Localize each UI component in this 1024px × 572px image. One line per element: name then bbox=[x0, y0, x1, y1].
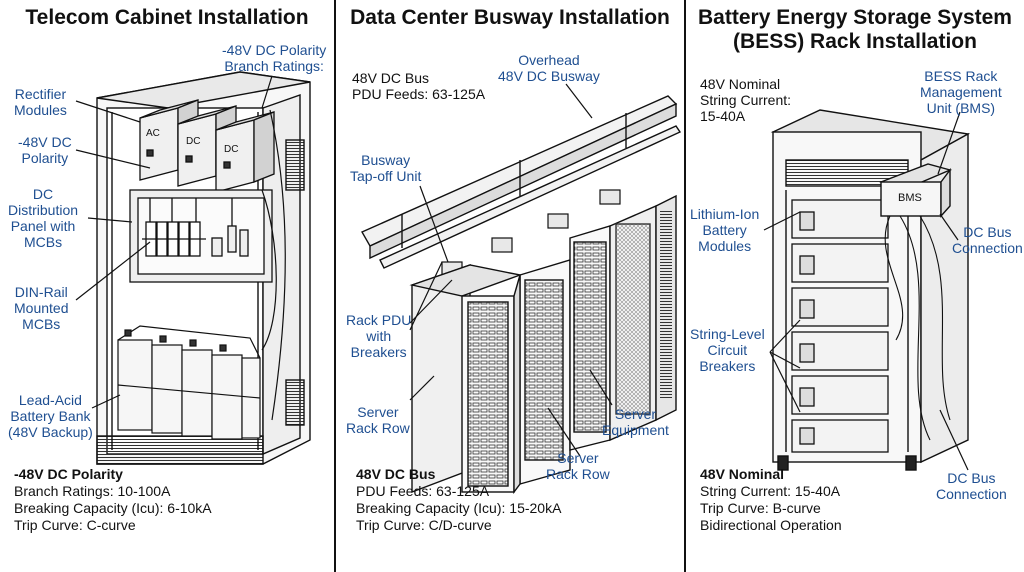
label-lead-acid-battery-bank: Lead-Acid Battery Bank (48V Backup) bbox=[8, 392, 93, 440]
label-server-equipment: Server Equipment bbox=[602, 406, 669, 438]
label-dc-bus-connection-bottom: DC Bus Connection bbox=[936, 470, 1007, 502]
bms-box-text: BMS bbox=[898, 192, 922, 204]
rectifier-modules bbox=[139, 99, 275, 193]
telecom-specs: -48V DC Polarity Branch Ratings: 10-100A… bbox=[14, 466, 212, 534]
bess-specs: 48V Nominal String Current: 15-40A Trip … bbox=[700, 466, 842, 534]
label-rectifier-modules: Rectifier Modules bbox=[14, 86, 67, 118]
lithium-ion-battery-modules bbox=[791, 199, 889, 453]
label-polarity: -48V DC Polarity bbox=[18, 134, 72, 166]
server-racks bbox=[409, 194, 677, 495]
label-dc-distribution-panel: DC Distribution Panel with MCBs bbox=[8, 186, 79, 250]
telecom-spec-heading: -48V DC Polarity bbox=[14, 466, 123, 482]
module-label-ac: AC bbox=[146, 128, 160, 139]
label-lithium-ion-modules: Lithium-Ion Battery Modules bbox=[690, 206, 760, 254]
label-server-rack-row-left: Server Rack Row bbox=[346, 404, 410, 436]
telecom-spec-line: Branch Ratings: 10-100A bbox=[14, 483, 171, 499]
label-server-rack-row-bottom: Server Rack Row bbox=[546, 450, 610, 482]
label-string-level-breakers: String-Level Circuit Breakers bbox=[690, 326, 765, 374]
bess-spec-heading: 48V Nominal bbox=[700, 466, 785, 482]
bess-info: 48V Nominal String Current: 15-40A bbox=[700, 76, 792, 124]
panel-telecom-title: Telecom Cabinet Installation bbox=[25, 6, 309, 29]
overhead-busway bbox=[361, 95, 682, 269]
busway-spec-heading: 48V DC Bus bbox=[356, 466, 436, 482]
panel-busway-title: Data Center Busway Installation bbox=[350, 6, 670, 29]
dc-distribution-panel bbox=[129, 189, 273, 283]
module-label-dc-2: DC bbox=[224, 144, 239, 155]
bess-spec-line: Bidirectional Operation bbox=[700, 517, 842, 533]
busway-info: 48V DC Bus PDU Feeds: 63-125A bbox=[352, 70, 486, 102]
label-overhead-busway: Overhead 48V DC Busway bbox=[498, 52, 600, 84]
busway-spec-line: Breaking Capacity (Icu): 15-20kA bbox=[356, 500, 562, 516]
panel-divider-2 bbox=[684, 0, 686, 572]
bess-spec-line: String Current: 15-40A bbox=[700, 483, 841, 499]
busway-spec-line: PDU Feeds: 63-125A bbox=[356, 483, 490, 499]
busway-spec-line: Trip Curve: C/D-curve bbox=[356, 517, 492, 533]
label-branch-ratings: -48V DC Polarity Branch Ratings: bbox=[222, 42, 327, 74]
label-busway-tap-off: Busway Tap-off Unit bbox=[350, 152, 422, 184]
busway-specs: 48V DC Bus PDU Feeds: 63-125A Breaking C… bbox=[356, 466, 561, 534]
module-label-dc-1: DC bbox=[186, 136, 201, 147]
panel-bess-title: Battery Energy Storage System (BESS) Rac… bbox=[698, 6, 1012, 53]
lead-acid-battery-bank bbox=[117, 325, 261, 440]
telecom-spec-line: Trip Curve: C-curve bbox=[14, 517, 136, 533]
telecom-spec-line: Breaking Capacity (Icu): 6-10kA bbox=[14, 500, 212, 516]
label-dc-bus-connection-top: DC Bus Connection bbox=[952, 224, 1023, 256]
label-rack-pdu: Rack PDU with Breakers bbox=[346, 312, 412, 360]
panel-divider-1 bbox=[334, 0, 336, 572]
label-din-rail-mcbs: DIN-Rail Mounted MCBs bbox=[14, 284, 69, 332]
bms-unit bbox=[878, 163, 953, 218]
label-bms: BESS Rack Management Unit (BMS) bbox=[920, 68, 1002, 116]
bess-spec-line: Trip Curve: B-curve bbox=[700, 500, 821, 516]
